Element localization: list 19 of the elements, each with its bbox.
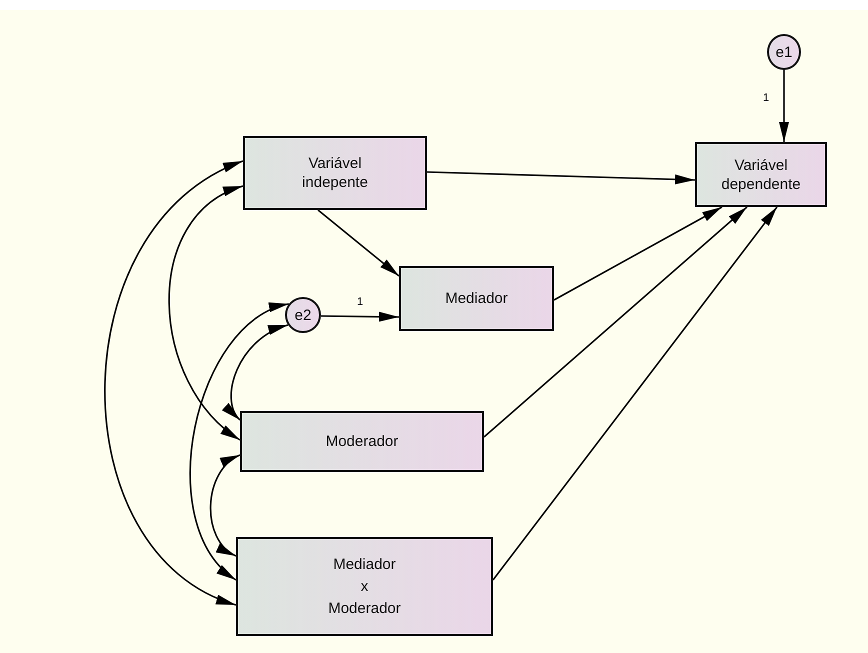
double-headed-arrow [190,303,290,581]
arrow [318,209,400,277]
variable-box: Mediador [399,266,554,331]
arrow [426,171,696,184]
variable-box: Mediador x Moderador [236,537,493,636]
double-headed-arrow [104,160,244,606]
edge-label: 1 [356,296,364,308]
arrow [492,206,778,580]
variable-box: Variável dependente [695,142,827,207]
variable-box: Moderador [240,411,484,472]
arrow [483,206,748,438]
arrow [554,206,722,301]
edge-label: 1 [762,92,770,104]
arrow [779,69,789,142]
arrow [320,312,400,322]
variable-box: Variável indepente [243,136,427,210]
double-headed-arrow [224,324,288,420]
double-headed-arrow [210,454,240,557]
double-headed-arrow [168,185,244,441]
